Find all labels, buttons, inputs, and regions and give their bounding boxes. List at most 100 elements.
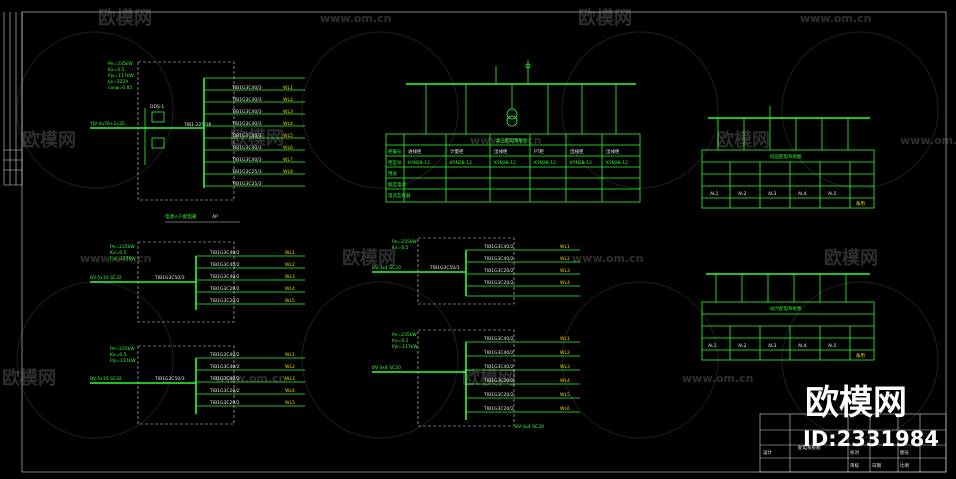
p2-breaker-2: TIB1G3C40/2 [209, 274, 240, 280]
panel-5: BV-3x4 SC20 Pe=235kW Kx=0.5 Pjs=117kW TI… [372, 329, 580, 430]
p1-out-2: WL3 [283, 109, 293, 115]
watermark-cn-1: 欧模网 [578, 7, 632, 29]
p5-bottom-cable: BV-3x4 SC20 [515, 424, 544, 430]
p5-out-1: WL2 [560, 350, 570, 356]
p5-out-2: WL3 [560, 364, 570, 370]
brand-name: 欧模网 [805, 383, 907, 423]
hv-type-4: KYN28-12 [570, 160, 592, 166]
tb-cell-1: 校对 [850, 449, 859, 456]
p5-param-0: Pe=235kW [392, 332, 417, 338]
hv-table-title: 高压配电系统图 [496, 137, 528, 144]
p3-param-0: Pe=235kW [110, 346, 135, 352]
hv-type-0: KYN28-12 [408, 160, 430, 166]
lv-bottom-cell-2: AL3 [768, 343, 777, 349]
p2-breaker-1: TIB1G3C40/2 [209, 262, 240, 268]
p1-out-3: WL4 [283, 121, 293, 127]
hv-type-1: KYN28-12 [450, 160, 472, 166]
lv-bottom-head: 动力配电系统图 [770, 305, 802, 312]
p1-breaker-8: TIB1G3C25/3 [231, 181, 262, 187]
watermark-cn-8: 欧模网 [462, 367, 516, 389]
p1-breaker-0: TIB1G3C40/3 [231, 85, 262, 91]
p1-breaker-2: TIB1G3C40/3 [231, 109, 262, 115]
p3-breaker-0: TIB1G3C40/2 [209, 352, 240, 358]
panel-2: BV-5x10 SC32 Pe=235kW Kx=0.5 Pjs=117kW T… [90, 241, 305, 323]
p1-out-1: WL2 [283, 97, 293, 103]
watermark-url-2: www.om.cn [470, 134, 542, 147]
lv-top-cell-2: AL3 [768, 191, 777, 197]
p4-out-2: WL3 [560, 268, 570, 274]
hv-switchgear: 高压配电系统图 柜编号 柜型号 用途 额定电流 电流互感器 进线柜 计量柜 出线… [385, 60, 641, 203]
p4-breaker-2: TIB1G3C20/2 [483, 268, 514, 274]
p3-out-2: WL3 [285, 376, 295, 382]
incoming-cable-4: BV-3x4 SC20 [372, 265, 401, 271]
p1-param-3: Ijs=222A [108, 79, 129, 85]
watermark-url-6: www.om.cn [215, 372, 287, 385]
left-margin-strip [3, 12, 23, 186]
p2-out-0: WL1 [285, 250, 295, 256]
watermark-cn-7: 欧模网 [2, 367, 56, 389]
p1-out-7: WL8 [283, 169, 293, 175]
p3-breaker-4: TIB1G3C20/2 [209, 400, 240, 406]
p3-breaker-2: TIB1G3C40/2 [209, 376, 240, 382]
p3-out-4: WL5 [285, 400, 295, 406]
p4-breaker-3: TIB1G3C20/2 [483, 280, 514, 286]
watermarks: 欧模网 www.om.cn 欧模网 www.om.cn 欧模网 欧模网 www.… [2, 7, 956, 439]
p1-breaker-6: TIB1G3C40/3 [231, 157, 262, 163]
p5-out-5: WL6 [560, 406, 570, 412]
watermark-url-1: www.om.cn [800, 12, 872, 25]
p5-out-4: WL5 [560, 392, 570, 398]
watermark-url-0: www.om.cn [320, 12, 392, 25]
incoming-cable-1: YJV-4x70+1x35 [89, 121, 125, 127]
p3-param-1: Kx=0.5 [110, 352, 127, 358]
p1-out-0: WL1 [283, 85, 293, 91]
p3-out-3: WL4 [285, 388, 295, 394]
tb-cell-3: 图号 [900, 450, 909, 456]
incoming-cable-5: BV-3x4 SC20 [372, 365, 401, 371]
hv-row-label-1: 柜型号 [388, 159, 402, 166]
tb-cell-5: 日期 [872, 463, 881, 469]
lv-bottom-cell-3: AL4 [798, 343, 807, 349]
p3-main-breaker: TIB1G3C50/3 [154, 376, 185, 382]
hv-row-label-0: 柜编号 [388, 148, 402, 155]
p2-breaker-4: TIB1G3C20/2 [209, 298, 240, 304]
watermark-cn-4: 欧模网 [716, 129, 770, 151]
brand-id: ID:2331984 [803, 427, 939, 451]
p5-param-2: Pjs=117kW [392, 344, 418, 350]
lv-bottom-cell-5: 备用 [856, 352, 865, 359]
p2-param-1: Kx=0.5 [110, 250, 127, 256]
panel-4: BV-3x4 SC20 Pe=235kW Kx=0.5 TIB1G3C50/3 … [372, 237, 580, 305]
p1-param-0: Pe=235kW [108, 61, 133, 67]
p1-branches [204, 77, 305, 187]
p4-main-breaker: TIB1G3C50/3 [429, 265, 460, 271]
title-block-label: 配电系统图 [798, 444, 821, 451]
watermark-cn-0: 欧模网 [98, 7, 152, 29]
p3-breaker-3: TIB1G3C20/2 [209, 388, 240, 394]
hv-type-2: KYN28-12 [494, 160, 516, 166]
p1-breaker-1: TIB1G3C40/3 [231, 97, 262, 103]
p2-breaker-3: TIB1G3C20/2 [209, 286, 240, 292]
meter-label: DDS-1 [150, 104, 164, 110]
p3-out-1: WL2 [285, 364, 295, 370]
p4-breaker-1: TIB1G3C40/2 [483, 256, 514, 262]
watermark-url-5: www.om.cn [572, 252, 644, 265]
panel-3: BV-5x10 SC32 Pe=235kW Kx=0.5 Pjs=117kW T… [90, 345, 305, 425]
lv-system-top: 低压配电系统图 AL1 AL2 AL3 AL4 AL5 备用 [701, 106, 875, 209]
hv-cell-0: 进线柜 [408, 148, 422, 155]
p5-breaker-4: TIB1G3C20/2 [483, 392, 514, 398]
p4-param-1: Kx=0.5 [392, 245, 409, 251]
tb-cell-0: 设计 [763, 449, 772, 456]
p4-breaker-0: TIB1G3C40/2 [483, 244, 514, 250]
p1-out-6: WL7 [283, 157, 293, 163]
panel-1: YJV-4x70+1x35 DDS-1 Pe=235kW Kx=0.5 Pjs=… [89, 61, 305, 223]
sheet-border [21, 11, 947, 473]
p2-out-4: WL5 [285, 298, 295, 304]
lv-top-cell-3: AL4 [798, 191, 807, 197]
p1-out-4: WL5 [283, 133, 293, 139]
lv-bottom-cell-0: AL1 [708, 343, 717, 349]
p4-out-1: WL2 [560, 256, 570, 262]
lv-system-bottom: 动力配电系统图 AL1 AL2 AL3 AL4 AL5 备用 [701, 273, 875, 361]
p4-out-0: WL1 [560, 244, 570, 250]
p1-out-5: WL6 [283, 145, 293, 151]
watermark-url-3: www.om.cn [900, 134, 956, 147]
